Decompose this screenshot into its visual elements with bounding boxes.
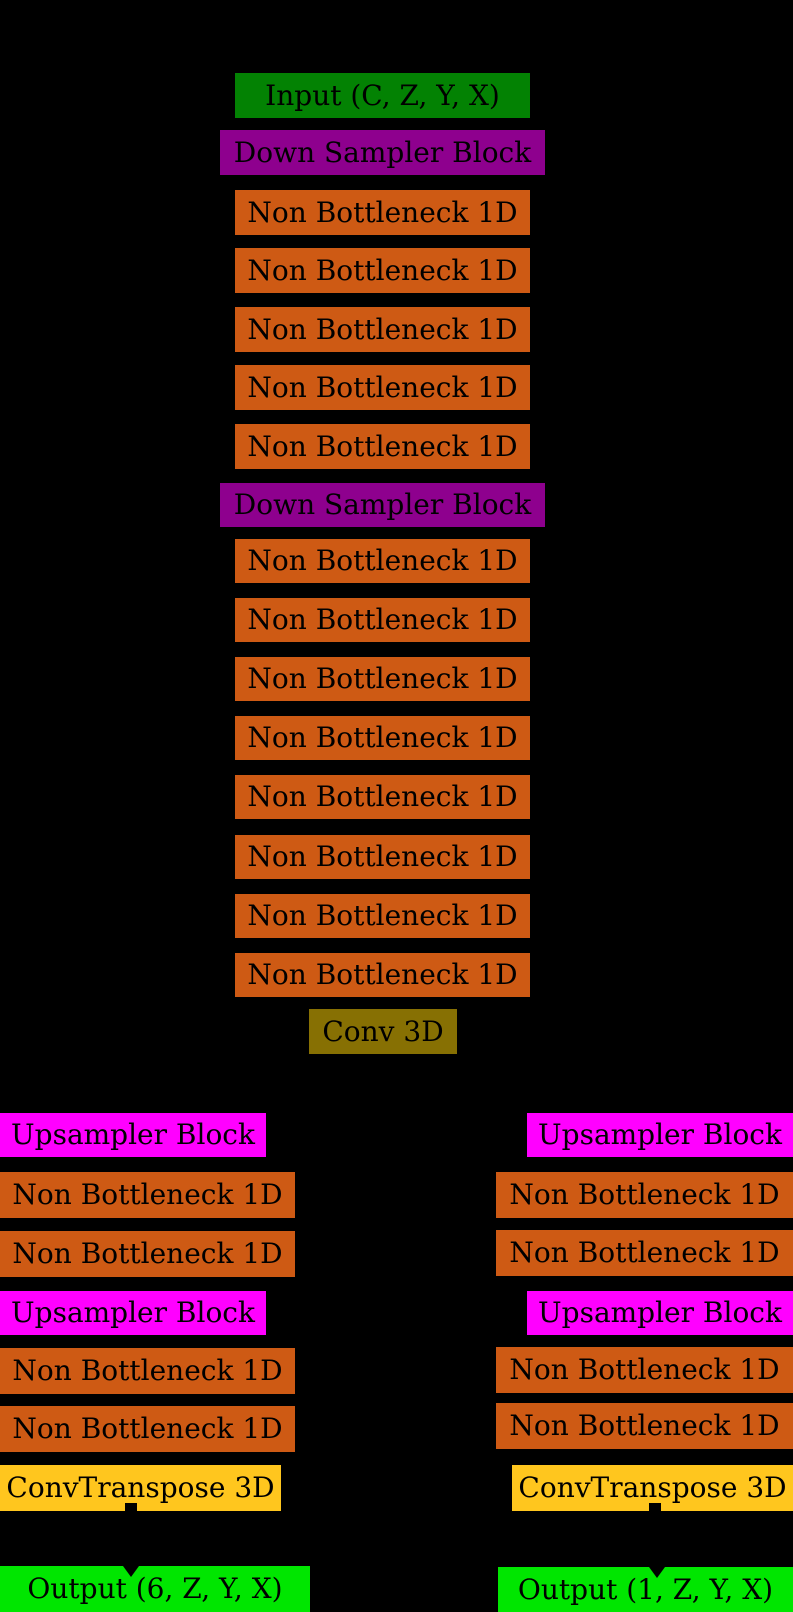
non-bottleneck-block: Non Bottleneck 1D	[235, 953, 530, 997]
non-bottleneck-block: Non Bottleneck 1D	[235, 716, 530, 760]
upsampler-block: Upsampler Block	[0, 1291, 266, 1335]
non-bottleneck-block: Non Bottleneck 1D	[235, 365, 530, 410]
output-block: Output (1, Z, Y, X)	[498, 1567, 793, 1612]
non-bottleneck-block: Non Bottleneck 1D	[0, 1231, 295, 1277]
non-bottleneck-block: Non Bottleneck 1D	[235, 307, 530, 352]
convtranspose-block: ConvTranspose 3D	[0, 1465, 281, 1511]
non-bottleneck-block: Non Bottleneck 1D	[496, 1230, 793, 1276]
arrow-tail-mark	[649, 1503, 661, 1512]
non-bottleneck-block: Non Bottleneck 1D	[235, 424, 530, 469]
non-bottleneck-block: Non Bottleneck 1D	[496, 1403, 793, 1449]
non-bottleneck-block: Non Bottleneck 1D	[235, 539, 530, 583]
non-bottleneck-block: Non Bottleneck 1D	[0, 1348, 295, 1394]
non-bottleneck-block: Non Bottleneck 1D	[235, 657, 530, 701]
non-bottleneck-block: Non Bottleneck 1D	[235, 598, 530, 642]
non-bottleneck-block: Non Bottleneck 1D	[235, 835, 530, 879]
down-sampler-block: Down Sampler Block	[220, 130, 545, 175]
upsampler-block: Upsampler Block	[527, 1291, 793, 1335]
arrow-tail-mark	[125, 1503, 137, 1512]
non-bottleneck-block: Non Bottleneck 1D	[0, 1172, 295, 1218]
non-bottleneck-block: Non Bottleneck 1D	[496, 1347, 793, 1393]
arrow-down-icon	[123, 1566, 139, 1577]
convtranspose-block: ConvTranspose 3D	[512, 1465, 793, 1511]
upsampler-block: Upsampler Block	[527, 1113, 793, 1157]
non-bottleneck-block: Non Bottleneck 1D	[235, 190, 530, 235]
non-bottleneck-block: Non Bottleneck 1D	[235, 894, 530, 938]
arrow-down-icon	[649, 1567, 665, 1578]
down-sampler-block: Down Sampler Block	[220, 483, 545, 527]
non-bottleneck-block: Non Bottleneck 1D	[0, 1406, 295, 1452]
upsampler-block: Upsampler Block	[0, 1113, 266, 1157]
non-bottleneck-block: Non Bottleneck 1D	[235, 775, 530, 819]
non-bottleneck-block: Non Bottleneck 1D	[496, 1172, 793, 1218]
output-block: Output (6, Z, Y, X)	[0, 1566, 310, 1612]
input-block: Input (C, Z, Y, X)	[235, 73, 530, 118]
non-bottleneck-block: Non Bottleneck 1D	[235, 248, 530, 293]
conv3d-block: Conv 3D	[309, 1009, 457, 1054]
